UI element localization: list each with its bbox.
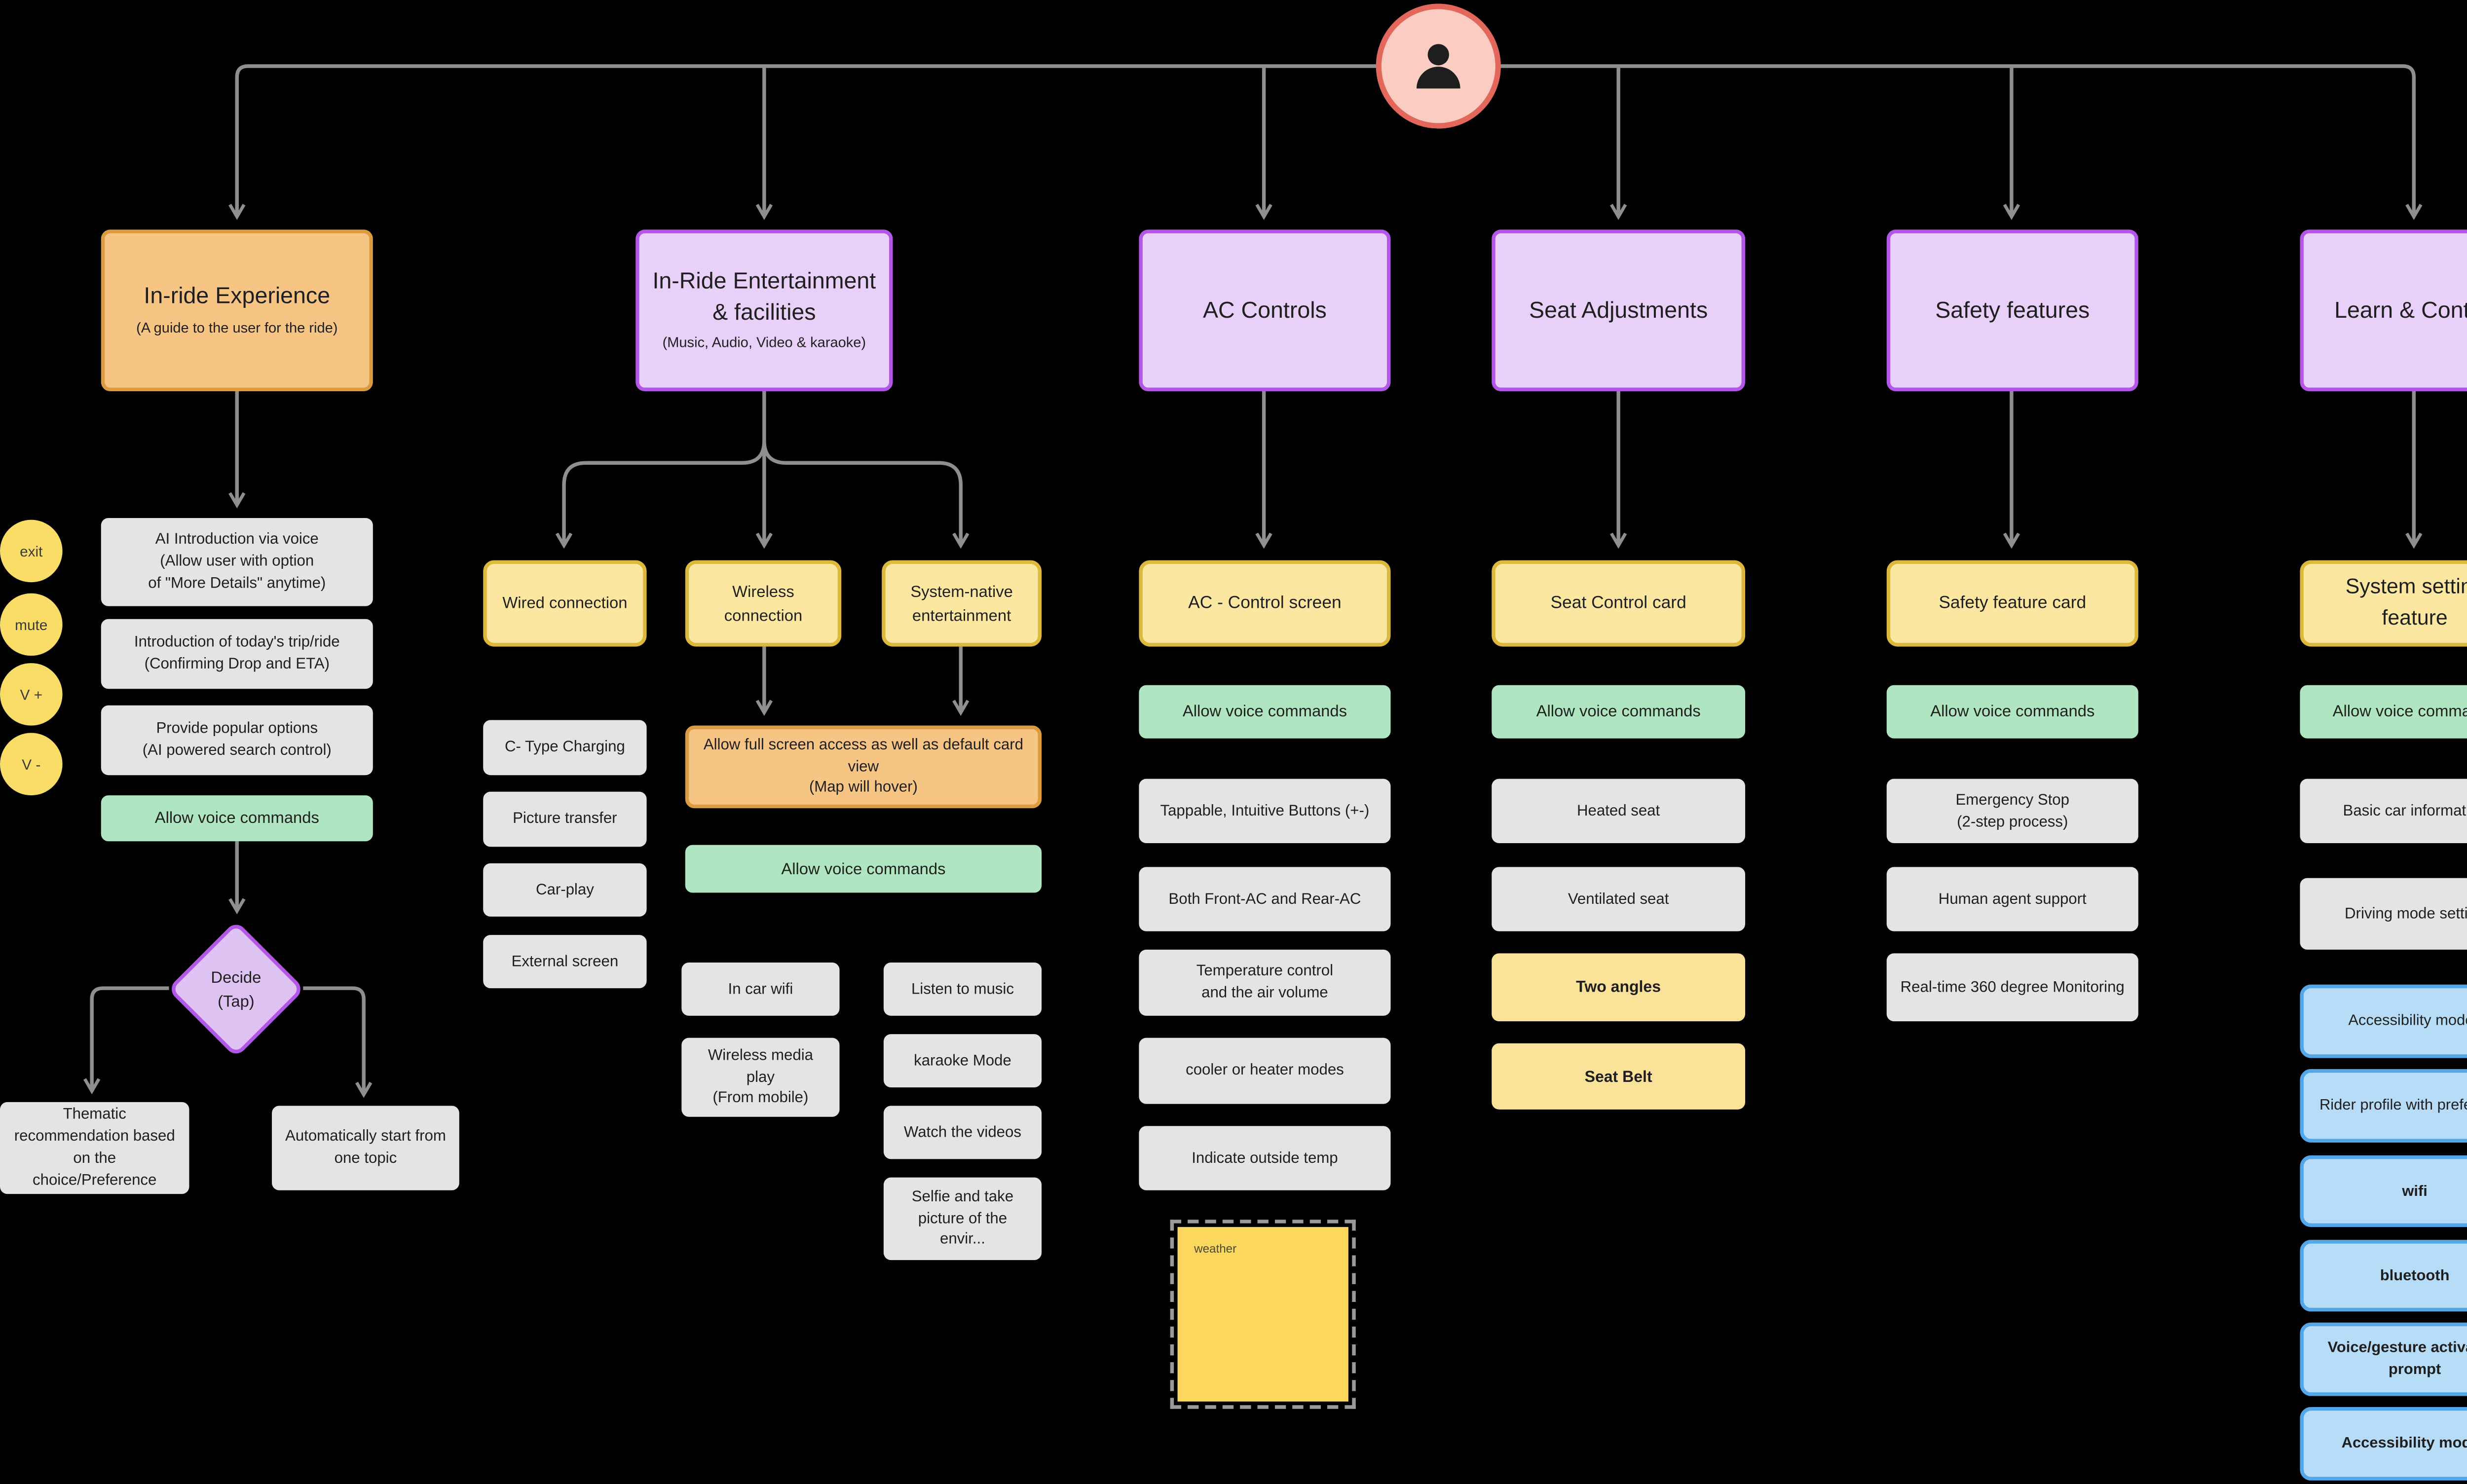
connector-avatar-to-learn bbox=[1499, 64, 2423, 220]
outcome-thematic-recommendation[interactable]: Thematic recommendation based on the cho… bbox=[0, 1102, 189, 1194]
seat-item-two-angles[interactable]: Two angles bbox=[1492, 953, 1746, 1022]
ac-item-outside-temp[interactable]: Indicate outside temp bbox=[1139, 1126, 1391, 1190]
learn-item-bluetooth[interactable]: bluetooth bbox=[2300, 1240, 2467, 1312]
connector-entertainment-to-wired bbox=[555, 441, 766, 549]
fullscreen-access-note[interactable]: Allow full screen access as well as defa… bbox=[685, 725, 1042, 809]
learn-item-wifi[interactable]: wifi bbox=[2300, 1155, 2467, 1227]
wired-item-picture-transfer[interactable]: Picture transfer bbox=[483, 791, 647, 847]
topic-seat-adjustments[interactable]: Seat Adjustments bbox=[1492, 229, 1746, 392]
inride-step-ai-introduction[interactable]: AI Introduction via voice (Allow user wi… bbox=[101, 518, 373, 606]
learn-item-rider-profile[interactable]: Rider profile with preference bbox=[2300, 1069, 2467, 1143]
system-native-card[interactable]: System-native entertainment bbox=[882, 560, 1042, 647]
side-button-volume-up[interactable]: V + bbox=[0, 663, 63, 726]
topic-safety-features[interactable]: Safety features bbox=[1886, 229, 2138, 392]
topic-entertainment[interactable]: In-Ride Entertainment & facilities (Musi… bbox=[635, 229, 893, 392]
outcome-auto-start[interactable]: Automatically start from one topic bbox=[272, 1106, 459, 1190]
topic-learn-control[interactable]: Learn & Control bbox=[2300, 229, 2467, 392]
native-item-watch-videos[interactable]: Watch the videos bbox=[883, 1106, 1042, 1159]
inride-step-popular-options[interactable]: Provide popular options (AI powered sear… bbox=[101, 705, 373, 776]
learn-item-voice-gesture-prompt[interactable]: Voice/gesture activation prompt bbox=[2300, 1322, 2467, 1396]
wireless-item-in-car-wifi[interactable]: In car wifi bbox=[681, 962, 840, 1016]
topic-inride-experience[interactable]: In-ride Experience (A guide to the user … bbox=[101, 229, 373, 392]
seat-item-ventilated[interactable]: Ventilated seat bbox=[1492, 867, 1746, 931]
topic-title: Seat Adjustments bbox=[1529, 297, 1708, 323]
learn-item-driving-mode[interactable]: Driving mode setting bbox=[2300, 878, 2467, 950]
topic-title: In-ride Experience bbox=[144, 283, 331, 309]
ac-control-screen-card[interactable]: AC - Control screen bbox=[1139, 560, 1391, 647]
entertainment-voice-commands[interactable]: Allow voice commands bbox=[685, 845, 1042, 893]
native-item-selfie[interactable]: Selfie and take picture of the envir... bbox=[883, 1177, 1042, 1261]
inride-step-trip-introduction[interactable]: Introduction of today's trip/ride (Confi… bbox=[101, 619, 373, 689]
inride-voice-commands[interactable]: Allow voice commands bbox=[101, 795, 373, 842]
topic-title: AC Controls bbox=[1202, 297, 1327, 323]
decision-label: Decide (Tap) bbox=[211, 968, 262, 1009]
connector-decision-to-right-outcome bbox=[303, 986, 373, 1098]
safety-item-360-monitoring[interactable]: Real-time 360 degree Monitoring bbox=[1886, 953, 2138, 1022]
learn-item-accessibility-modes-1[interactable]: Accessibility modes bbox=[2300, 984, 2467, 1058]
side-button-label: exit bbox=[20, 543, 43, 559]
topic-title: Safety features bbox=[1935, 297, 2090, 323]
seat-voice-commands[interactable]: Allow voice commands bbox=[1492, 685, 1746, 739]
system-setting-card[interactable]: System setting feature bbox=[2300, 560, 2467, 647]
ac-item-cooler-heater[interactable]: cooler or heater modes bbox=[1139, 1038, 1391, 1104]
wireless-connection-card[interactable]: Wireless connection bbox=[685, 560, 842, 647]
user-avatar[interactable] bbox=[1376, 3, 1501, 129]
topic-subtitle: (Music, Audio, Video & karaoke) bbox=[662, 335, 866, 352]
ac-item-tappable-buttons[interactable]: Tappable, Intuitive Buttons (+-) bbox=[1139, 779, 1391, 843]
learn-item-basic-info[interactable]: Basic car information bbox=[2300, 779, 2467, 843]
connector-entertainment-to-native bbox=[762, 441, 970, 549]
topic-title: Learn & Control bbox=[2334, 297, 2467, 323]
side-button-mute[interactable]: mute bbox=[0, 593, 63, 656]
ac-item-front-rear[interactable]: Both Front-AC and Rear-AC bbox=[1139, 867, 1391, 931]
wired-connection-card[interactable]: Wired connection bbox=[483, 560, 647, 647]
wireless-item-media-play[interactable]: Wireless media play (From mobile) bbox=[681, 1038, 840, 1117]
ac-item-temperature-control[interactable]: Temperature control and the air volume bbox=[1139, 949, 1391, 1016]
wired-item-c-type-charging[interactable]: C- Type Charging bbox=[483, 720, 647, 776]
sticky-note-weather[interactable]: weather bbox=[1170, 1220, 1356, 1409]
ac-voice-commands[interactable]: Allow voice commands bbox=[1139, 685, 1391, 739]
wired-item-external-screen[interactable]: External screen bbox=[483, 935, 647, 989]
side-button-label: V + bbox=[20, 686, 43, 703]
side-button-label: mute bbox=[15, 616, 48, 633]
person-icon bbox=[1416, 44, 1460, 89]
seat-control-card[interactable]: Seat Control card bbox=[1492, 560, 1746, 647]
topic-ac-controls[interactable]: AC Controls bbox=[1139, 229, 1391, 392]
wired-item-car-play[interactable]: Car-play bbox=[483, 863, 647, 917]
topic-title: In-Ride Entertainment & facilities bbox=[652, 267, 876, 325]
connector-avatar-to-inride bbox=[228, 64, 1378, 220]
native-item-listen-music[interactable]: Listen to music bbox=[883, 962, 1042, 1016]
side-button-volume-down[interactable]: V - bbox=[0, 733, 63, 796]
sticky-note-label: weather bbox=[1194, 1243, 1237, 1257]
safety-item-human-agent[interactable]: Human agent support bbox=[1886, 867, 2138, 931]
seat-item-heated[interactable]: Heated seat bbox=[1492, 779, 1746, 843]
safety-item-emergency-stop[interactable]: Emergency Stop (2-step process) bbox=[1886, 779, 2138, 843]
seat-item-seat-belt[interactable]: Seat Belt bbox=[1492, 1043, 1746, 1110]
safety-feature-card[interactable]: Safety feature card bbox=[1886, 560, 2138, 647]
connector-decision-to-left-outcome bbox=[83, 986, 169, 1095]
learn-voice-commands[interactable]: Allow voice commands bbox=[2300, 685, 2467, 739]
side-button-exit[interactable]: exit bbox=[0, 519, 63, 583]
side-button-label: V - bbox=[22, 756, 41, 773]
native-item-karaoke[interactable]: karaoke Mode bbox=[883, 1034, 1042, 1088]
learn-item-accessibility-modes-2[interactable]: Accessibility modes bbox=[2300, 1407, 2467, 1481]
safety-voice-commands[interactable]: Allow voice commands bbox=[1886, 685, 2138, 739]
topic-subtitle: (A guide to the user for the ride) bbox=[136, 319, 338, 336]
